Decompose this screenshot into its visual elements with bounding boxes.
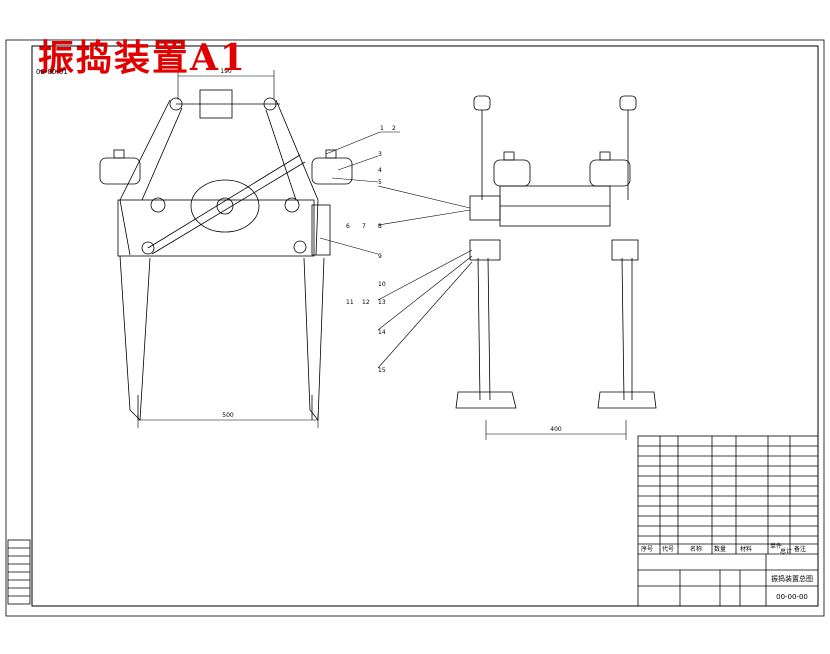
callout-8: 8 [378, 223, 382, 230]
callout-14: 14 [378, 329, 386, 336]
bom-col-total: 总计 [780, 547, 792, 555]
drawing-number: 00-00-00 [776, 593, 808, 601]
callout-5: 5 [378, 179, 382, 186]
corner-stamp: 00-00-01 [36, 68, 68, 76]
callout-numbers: 1 2 3 4 5 6 7 8 9 10 11 12 13 14 15 [346, 125, 396, 374]
part-name: 振捣装置总图 [771, 574, 813, 583]
callout-7: 7 [362, 223, 366, 230]
callout-3: 3 [378, 151, 382, 158]
bom-col-unit: 单件 [770, 542, 782, 550]
bom-col-name: 名称 [690, 545, 702, 553]
dim-bottom: 500 [222, 412, 234, 419]
callout-6: 6 [346, 223, 350, 230]
side-view [455, 95, 657, 409]
callout-2: 2 [392, 125, 396, 132]
dimensions [137, 70, 627, 440]
inner-border [31, 45, 819, 607]
dim-top: 190 [220, 68, 232, 75]
title-block [637, 435, 819, 607]
callout-15: 15 [378, 367, 386, 374]
leader-lines [319, 131, 473, 369]
callout-4: 4 [378, 167, 382, 174]
bom-col-remark: 备注 [794, 545, 806, 553]
drawing-title: 振捣装置A1 [38, 37, 247, 79]
outer-border [5, 39, 825, 617]
callout-13: 13 [378, 299, 386, 306]
bom-col-material: 材料 [740, 545, 752, 553]
callout-10: 10 [378, 281, 386, 288]
dim-right: 400 [550, 426, 562, 433]
callout-12: 12 [362, 299, 370, 306]
binding-strip [7, 539, 31, 605]
callout-11: 11 [346, 299, 354, 306]
callout-1: 1 [380, 125, 384, 132]
callout-9: 9 [378, 253, 382, 260]
bom-header: 序号 代号 名称 数量 材料 单件 总计 备注 [641, 542, 806, 555]
bom-col-code: 代号 [662, 545, 674, 553]
bom-col-qty: 数量 [714, 545, 726, 553]
bom-col-index: 序号 [641, 545, 653, 553]
front-view [99, 89, 353, 422]
